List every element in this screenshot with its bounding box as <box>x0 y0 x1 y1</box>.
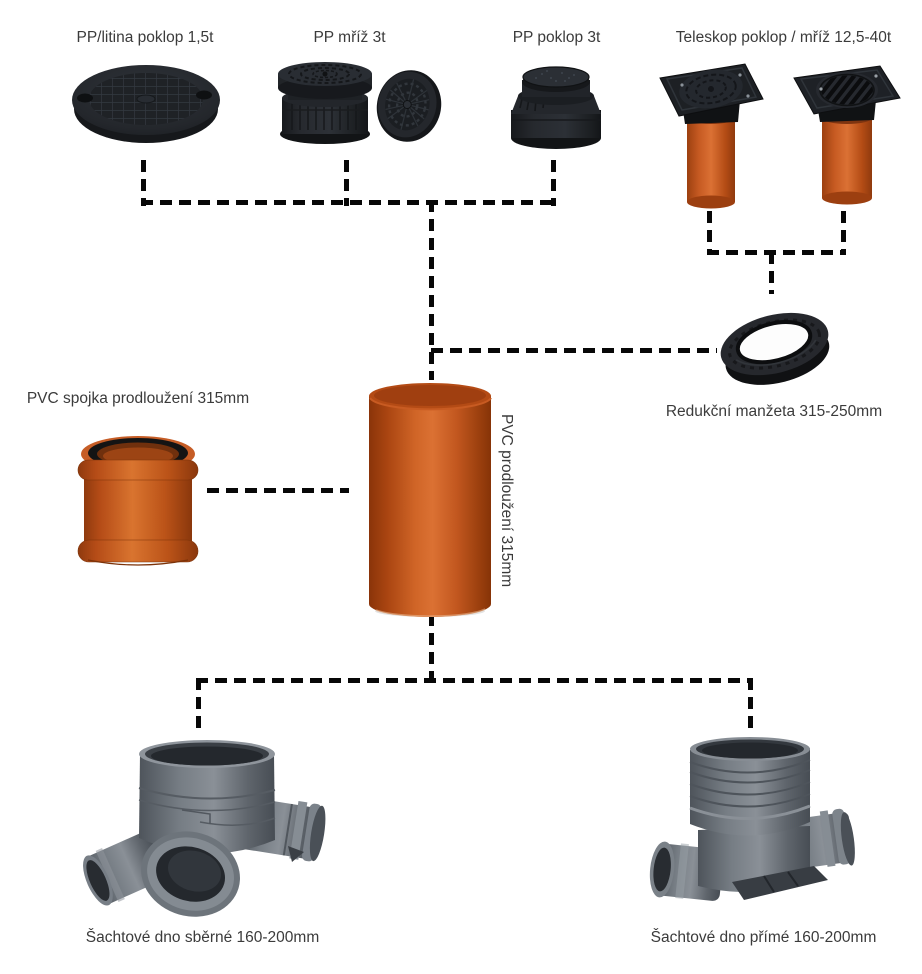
pvc-prodlouzeni-image <box>369 383 492 617</box>
redukcni-manzeta-image <box>720 312 830 385</box>
pp-mriz-image <box>278 62 442 144</box>
sachtove-dno-sberne-image <box>83 740 326 917</box>
connector-teleskop-to-manzeta <box>769 252 774 294</box>
pp-poklop-image <box>511 66 601 149</box>
connector-pipe-bottom-drop <box>429 614 434 682</box>
pp-poklop-label: PP poklop 3t <box>512 29 601 46</box>
pvc-prodlouzeni-label: PVC prodloužení 315mm <box>498 414 515 588</box>
connector-top-bus <box>141 200 559 205</box>
connector-prime-drop <box>748 678 753 735</box>
pvc-spojka-label: PVC spojka prodloužení 315mm <box>26 390 250 407</box>
teleskop-mriz-image <box>793 65 901 205</box>
teleskop-poklop-image <box>659 63 764 209</box>
redukcni-manzeta-label: Redukční manžeta 315-250mm <box>665 403 883 420</box>
pvc-spojka-image <box>77 436 199 566</box>
sachtove-dno-prime-image <box>649 737 855 901</box>
connector-spojka-link <box>207 488 349 493</box>
sachtove-dno-prime-label: Šachtové dno přímé 160-200mm <box>650 929 877 946</box>
pp-mriz-label: PP mříž 3t <box>313 29 386 46</box>
connector-teleskop-bus <box>707 250 846 255</box>
connector-teleskop-right-drop <box>841 211 846 254</box>
connector-center-drop <box>429 200 434 380</box>
connector-teleskop-left-drop <box>707 211 712 254</box>
connector-sberne-drop <box>196 678 201 735</box>
pp-litina-poklop-label: PP/litina poklop 1,5t <box>76 29 214 46</box>
connector-poklop3-drop <box>551 160 556 206</box>
connector-poklop15-drop <box>141 160 146 206</box>
connector-mriz-drop <box>344 160 349 206</box>
connector-bottom-bus <box>196 678 753 683</box>
sachtove-dno-sberne-label: Šachtové dno sběrné 160-200mm <box>85 929 320 946</box>
teleskop-label: Teleskop poklop / mříž 12,5-40t <box>675 29 892 46</box>
connector-manzeta-branch <box>431 348 717 353</box>
pp-litina-poklop-image <box>72 65 220 143</box>
